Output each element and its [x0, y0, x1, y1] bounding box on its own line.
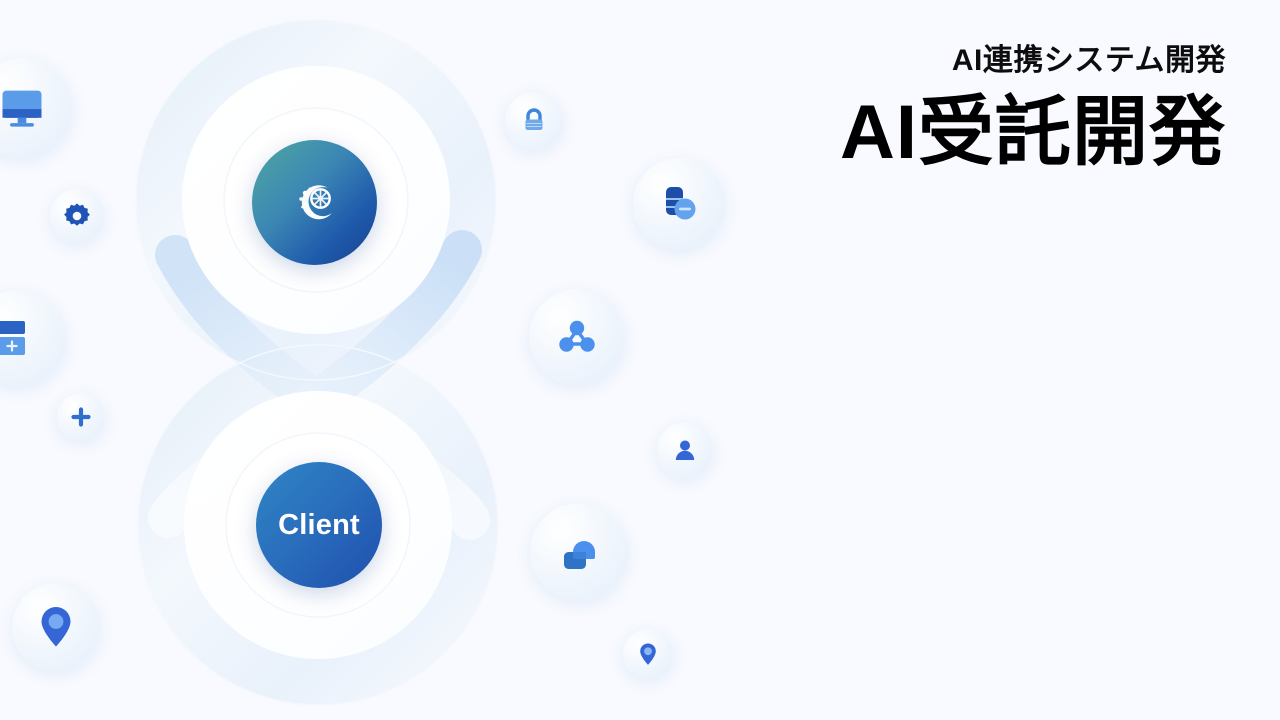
bubble-gear[interactable] — [50, 189, 104, 243]
bubble-plus[interactable] — [57, 393, 105, 441]
client-core-node[interactable]: Client — [256, 462, 382, 588]
monitor-icon — [2, 90, 42, 127]
bubble-network-hub[interactable] — [529, 289, 625, 385]
map-pin-icon — [41, 607, 71, 647]
ai-logo-icon — [298, 184, 332, 219]
network-hub-icon — [559, 320, 595, 352]
person-icon — [675, 440, 695, 460]
hero-subtitle: AI連携システム開発 — [951, 44, 1226, 77]
hero-text-block: AI連携システム開発 AI受託開発 — [606, 42, 1226, 175]
add-card-icon — [0, 321, 25, 355]
server-icon — [666, 187, 696, 220]
puzzle-shape-icon — [564, 541, 595, 569]
client-node-label: Client — [278, 508, 360, 541]
infinity-loop-diagram: Client — [0, 19, 725, 706]
plus-icon — [71, 407, 91, 427]
map-pin-icon — [640, 643, 656, 665]
lock-icon — [525, 108, 543, 130]
hero-title: AI受託開発 — [840, 89, 1226, 175]
bubble-map-pin-small[interactable] — [623, 629, 673, 679]
gear-icon — [64, 203, 90, 226]
bubble-person[interactable] — [657, 422, 713, 478]
bubble-lock[interactable] — [505, 92, 563, 150]
ai-core-node[interactable] — [252, 140, 377, 265]
bubble-map-pin-large[interactable] — [12, 583, 100, 671]
bubble-server[interactable] — [633, 158, 725, 250]
bubble-puzzle-shape[interactable] — [530, 503, 628, 601]
